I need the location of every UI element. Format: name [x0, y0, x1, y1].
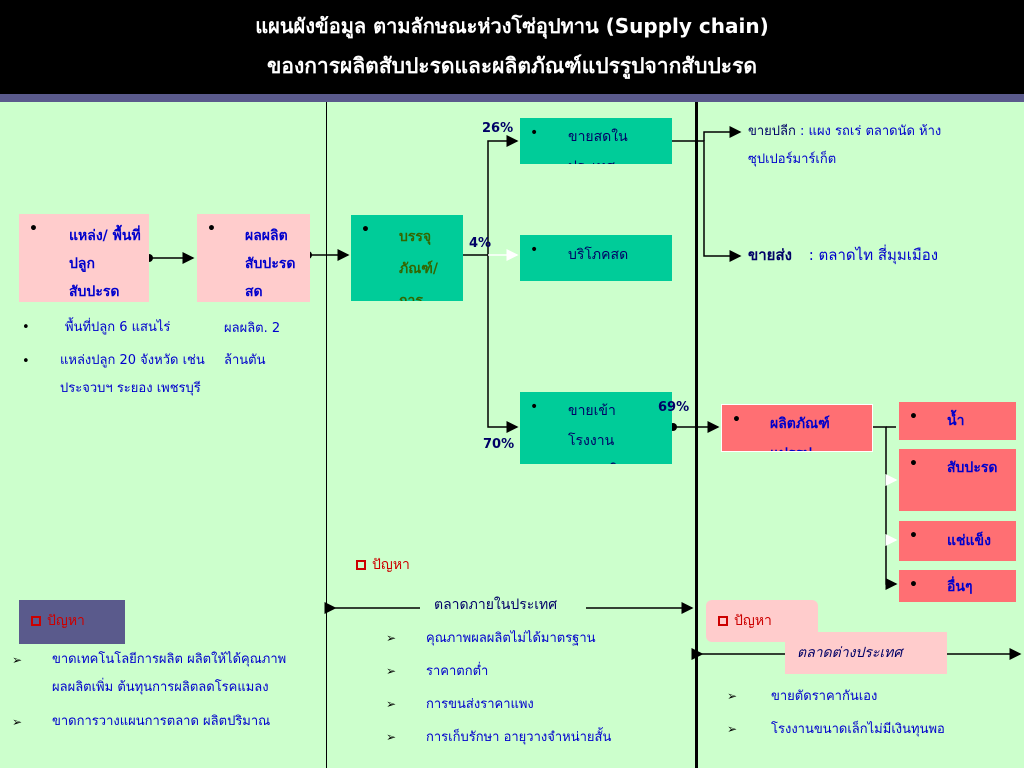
processed-label: ผลิตภัณฑ์แปรรูป	[770, 416, 830, 451]
list-item: ➢คุณภาพผลผลิตไม่ได้มาตรฐาน	[386, 622, 686, 655]
domestic-problem-title: ปัญหา	[356, 554, 410, 576]
list-item: ➢การขนส่งราคาแพง	[386, 688, 686, 721]
packing-box: • บรรจุภัณฑ์/ การขนส่ง	[351, 215, 463, 301]
arrow-bullet-icon: ➢	[386, 664, 397, 678]
arrow-bullet-icon: ➢	[727, 689, 738, 703]
source-box: • แหล่ง/ พื้นที่ปลูกสับปะรด	[19, 214, 149, 302]
production-problem-box: ปัญหา	[19, 600, 125, 644]
domestic-market-label: ตลาดภายในประเทศ	[434, 597, 558, 613]
produce-label: ผลผลิตสับปะรดสด	[245, 228, 296, 300]
percent-processed: 69%	[658, 400, 690, 415]
yield-note: ผลผลิต. 2 ล้านตัน	[224, 321, 281, 368]
juice-box: • น้ำสับปะรด	[899, 402, 1016, 440]
connector-fresh-wholesale	[672, 140, 742, 262]
list-item: ➢ขาดการวางแผนการตลาด ผลิตปริมาณ	[12, 708, 312, 736]
source-label: แหล่ง/ พื้นที่ปลูกสับปะรด	[69, 228, 141, 300]
area-note: พื้นที่ปลูก 6 แสนไร่	[65, 320, 171, 335]
slide-header: แผนผังข้อมูล ตามลักษณะห่วงโซ่อุปทาน (Sup…	[0, 0, 1024, 94]
foreign-market-box: ตลาดต่างประเทศ	[785, 632, 947, 674]
sources-note: แหล่งปลูก 20 จังหวัด เช่นประจวบฯ ระยอง เ…	[60, 353, 205, 396]
arrow-bullet-icon: ➢	[12, 715, 23, 729]
domestic-problem-list: ➢คุณภาพผลผลิตไม่ได้มาตรฐาน ➢ราคาตกต่ำ ➢ก…	[386, 622, 686, 754]
arrow-bullet-icon: ➢	[386, 730, 397, 744]
percent-fresh: 26%	[482, 121, 514, 136]
list-item: ➢การเก็บรักษา อายุวางจำหน่ายสั้น	[386, 721, 686, 754]
connector-fresh-retail	[703, 126, 742, 141]
list-item: ➢ราคาตกต่ำ	[386, 655, 686, 688]
checkbox-icon	[31, 616, 41, 626]
list-item: ➢โรงงานขนาดเล็กไม่มีเงินทุนพอ	[727, 713, 1017, 746]
arrow-bullet-icon: ➢	[386, 697, 397, 711]
packing-label: บรรจุภัณฑ์/ การขนส่ง	[399, 229, 438, 301]
checkbox-icon	[718, 616, 728, 626]
canned-box: • สับปะรด	[899, 449, 1016, 511]
column-production	[0, 102, 327, 768]
canned-label: สับปะรด	[947, 460, 998, 476]
header-stripe	[0, 94, 1024, 102]
others-label: อื่นๆ	[947, 579, 973, 595]
arrow-bullet-icon: ➢	[12, 653, 23, 667]
consume-fresh-box: • บริโภคสด	[520, 235, 672, 281]
connector-processed-others	[872, 426, 898, 590]
arrow-bullet-icon: ➢	[727, 722, 738, 736]
production-problem-list: ➢ขาดเทคโนโลยีการผลิต ผลิตให้ได้คุณภาพ ผล…	[12, 646, 312, 736]
others-box: • อื่นๆ	[899, 570, 1016, 602]
fresh-domestic-label: ขายสดในประเทศ	[568, 129, 628, 164]
wholesale-note: ขายส่ง : ตลาดไท สี่มุมเมือง	[748, 246, 939, 264]
foreign-problem-box: ปัญหา	[706, 600, 818, 642]
list-item: ➢ขายตัดราคากันเอง	[727, 680, 1017, 713]
frozen-label: แช่แข็ง	[947, 533, 991, 549]
factory-box: • ขายเข้าโรงงานแปรรูปในประเทศ	[520, 392, 672, 464]
fresh-domestic-box: • ขายสดในประเทศ	[520, 118, 672, 164]
frozen-box: • แช่แข็ง	[899, 521, 1016, 561]
processed-box: • ผลิตภัณฑ์แปรรูป	[721, 404, 873, 452]
list-item: ➢ขาดเทคโนโลยีการผลิต ผลิตให้ได้คุณภาพ ผล…	[12, 646, 312, 702]
arrow-bullet-icon: ➢	[386, 631, 397, 645]
retail-note: ขายปลีก : แผง รถเร่ ตลาดนัด ห้างซุปเปอร์…	[748, 124, 942, 167]
factory-label: ขายเข้าโรงงานแปรรูปในประเทศ	[568, 403, 626, 464]
connector-packing-factory	[487, 255, 519, 433]
percent-consume: 4%	[469, 236, 492, 251]
juice-label: น้ำสับปะรด	[947, 413, 965, 429]
consume-fresh-label: บริโภคสด	[568, 247, 629, 263]
connector-packing-fresh	[463, 135, 519, 256]
produce-box: • ผลผลิตสับปะรดสด	[197, 214, 310, 302]
foreign-problem-list: ➢ขายตัดราคากันเอง ➢โรงงานขนาดเล็กไม่มีเง…	[727, 680, 1017, 746]
header-title-line2: ของการผลิตสับปะรดและผลิตภัณฑ์แปรรูปจากสั…	[267, 54, 757, 78]
header-title-line1: แผนผังข้อมูล ตามลักษณะห่วงโซ่อุปทาน (Sup…	[255, 14, 769, 38]
foreign-market-label: ตลาดต่างประเทศ	[797, 645, 903, 661]
checkbox-icon	[356, 560, 366, 570]
percent-factory: 70%	[483, 437, 515, 452]
